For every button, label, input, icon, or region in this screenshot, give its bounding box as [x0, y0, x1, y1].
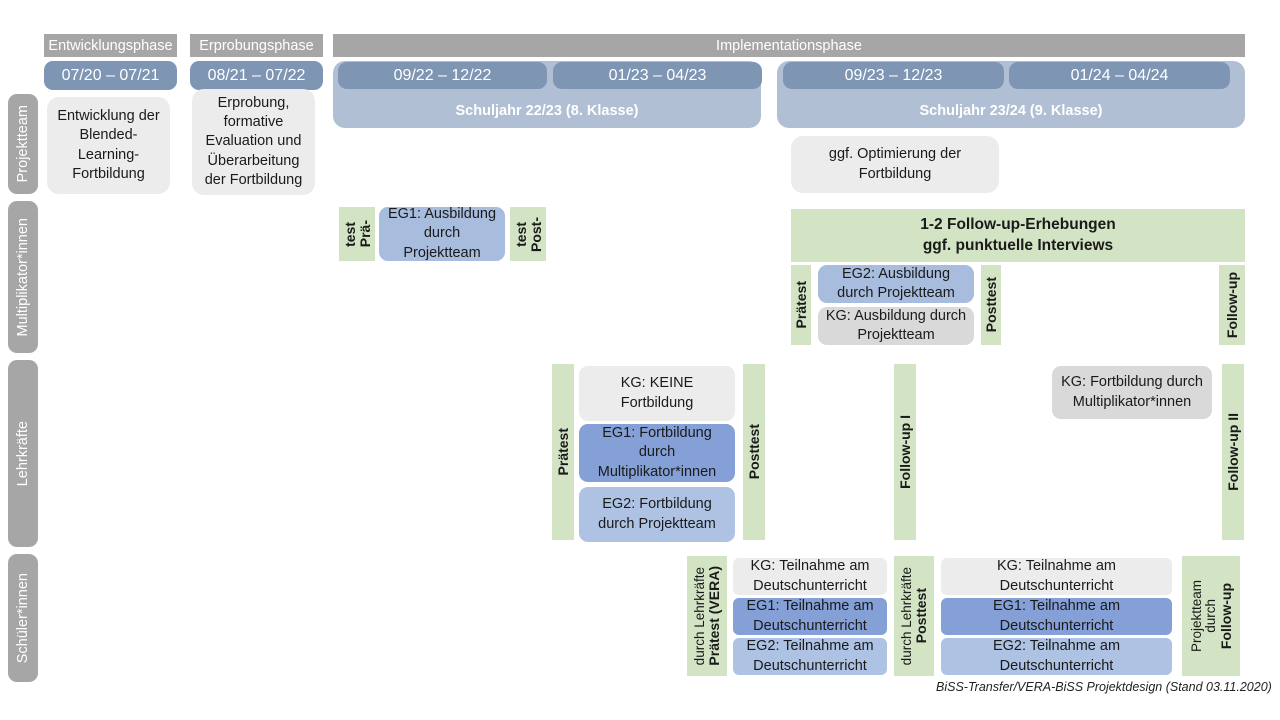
card-text: EG1: Teilnahme am Deutschunterricht: [992, 598, 1121, 634]
strip-posttest-multiplikator: Post- test: [510, 207, 546, 261]
strip-sublabel-1: durch: [1203, 599, 1218, 633]
strip-praetest-vera-schueler: Prätest (VERA) durch Lehrkräfte: [687, 556, 727, 676]
strip-label: Prätest: [793, 281, 809, 329]
card-schueler-right-0: KG: Teilnahme am Deutschunterricht: [941, 558, 1172, 595]
school-year-label: Schuljahr 22/23 (8. Klasse): [455, 103, 639, 119]
card-text: Entwicklung der Blended-Learning-Fortbil…: [57, 108, 160, 182]
card-schueler-right-2: EG2: Teilnahme am Deutschunterricht: [941, 638, 1172, 675]
card-schueler-left-2: EG2: Teilnahme am Deutschunterricht: [733, 638, 887, 675]
phase-header-label: Entwicklungsphase: [48, 37, 173, 54]
period-label: 09/23 – 12/23: [844, 66, 943, 84]
period-chip-4: 09/23 – 12/23: [783, 62, 1004, 89]
period-chip-2: 09/22 – 12/22: [338, 62, 547, 89]
card-kg-fortbildung-multiplikator: KG: Fortbildung durch Multiplikator*inne…: [1052, 366, 1212, 419]
strip-followup-2-lehrkraefte: Follow-up II: [1222, 364, 1244, 540]
phase-header-implementationsphase: Implementationsphase: [333, 34, 1245, 57]
row-label-text: Multiplikator*innen: [15, 217, 31, 337]
strip-praetest-lehrkraefte: Prätest: [552, 364, 574, 540]
card-schueler-left-0: KG: Teilnahme am Deutschunterricht: [733, 558, 887, 595]
phase-header-entwicklungsphase: Entwicklungsphase: [44, 34, 177, 57]
strip-label: Follow-up: [1217, 582, 1234, 650]
card-text: KG: Fortbildung durch Multiplikator*inne…: [1061, 374, 1203, 410]
phase-header-erprobungsphase: Erprobungsphase: [190, 34, 323, 57]
period-label: 01/24 – 04/24: [1070, 66, 1169, 84]
card-text: KG: KEINE Fortbildung: [620, 375, 694, 411]
strip-sublabel: durch Lehrkräfte: [691, 566, 707, 666]
strip-label: Posttest: [983, 277, 999, 333]
strip-label: Prätest: [555, 428, 571, 476]
strip-label: Prätest (VERA): [706, 566, 723, 666]
strip-followup-schueler: Follow-up durch Projektteam: [1182, 556, 1240, 676]
band-followup-erhebungen: 1-2 Follow-up-Erhebungen ggf. punktuelle…: [791, 209, 1245, 262]
strip-posttest-lehrkraefte: Posttest: [743, 364, 765, 540]
band-line-1: 1-2 Follow-up-Erhebungen: [920, 215, 1116, 233]
footer-caption: BiSS-Transfer/VERA-BiSS Projektdesign (S…: [936, 680, 1272, 694]
card-text: EG2: Ausbildung durch Projektteam: [837, 265, 955, 301]
period-label: 01/23 – 04/23: [608, 66, 707, 84]
card-text: EG1: Teilnahme am Deutschunterricht: [746, 598, 874, 634]
period-label: 08/21 – 07/22: [207, 66, 306, 84]
school-year-label: Schuljahr 23/24 (9. Klasse): [919, 103, 1103, 119]
row-label-text: Lehrkräfte: [15, 420, 31, 487]
card-entwicklung-fortbildung: Entwicklung der Blended-Learning-Fortbil…: [47, 97, 170, 194]
card-text: KG: Teilnahme am Deutschunterricht: [750, 558, 870, 594]
strip-label: Follow-up I: [897, 415, 913, 489]
row-label-projektteam: Projektteam: [8, 94, 38, 194]
strip-posttest-schueler: Posttest durch Lehrkräfte: [894, 556, 934, 676]
row-label-multiplikator: Multiplikator*innen: [8, 201, 38, 353]
strip-label: Posttest: [746, 424, 762, 480]
card-schueler-right-1: EG1: Teilnahme am Deutschunterricht: [941, 598, 1172, 635]
strip-label: Posttest: [913, 588, 930, 644]
strip-followup-1-lehrkraefte: Follow-up I: [894, 364, 916, 540]
strip-followup-multiplikator: Follow-up: [1219, 265, 1245, 345]
row-label-text: Projektteam: [15, 105, 31, 183]
card-erprobung-evaluation: Erprobung, formative Evaluation und Über…: [192, 89, 315, 195]
row-label-schueler: Schüler*innen: [8, 554, 38, 682]
card-text: EG1: Ausbildung durch Projektteam: [387, 206, 497, 261]
strip-label-line1: Prä-: [356, 220, 373, 248]
card-text: ggf. Optimierung der Fortbildung: [828, 146, 962, 182]
strip-label-line1: Post-: [527, 216, 544, 252]
strip-posttest-multiplikator-2: Posttest: [981, 265, 1001, 345]
card-eg2-ausbildung-projektteam: EG2: Ausbildung durch Projektteam: [818, 265, 974, 303]
strip-label: Follow-up II: [1225, 413, 1241, 491]
phase-header-label: Erprobungsphase: [199, 37, 314, 54]
card-text: KG: Teilnahme am Deutschunterricht: [996, 558, 1116, 594]
period-chip-5: 01/24 – 04/24: [1009, 62, 1230, 89]
card-text: EG2: Teilnahme am Deutschunterricht: [746, 638, 874, 674]
card-optimierung-fortbildung: ggf. Optimierung der Fortbildung: [791, 136, 999, 193]
band-line-2: ggf. punktuelle Interviews: [922, 236, 1114, 254]
strip-sublabel: durch Lehrkräfte: [898, 566, 914, 666]
strip-label: Follow-up: [1224, 271, 1240, 339]
card-eg1-fortbildung-multiplikator: EG1: Fortbildung durch Multiplikator*inn…: [579, 424, 735, 482]
period-label: 09/22 – 12/22: [393, 66, 492, 84]
card-text: EG2: Teilnahme am Deutschunterricht: [992, 638, 1121, 674]
strip-praetest-multiplikator: Prä- test: [339, 207, 375, 261]
card-text: KG: Ausbildung durch Projektteam: [825, 307, 967, 343]
row-label-lehrkraefte: Lehrkräfte: [8, 360, 38, 547]
period-chip-0: 07/20 – 07/21: [44, 61, 177, 90]
strip-praetest-multiplikator-2: Prätest: [791, 265, 811, 345]
strip-label-line2: test: [341, 221, 358, 247]
card-eg1-ausbildung-projektteam: EG1: Ausbildung durch Projektteam: [379, 206, 505, 261]
card-eg2-fortbildung-projektteam: EG2: Fortbildung durch Projektteam: [579, 487, 735, 542]
row-label-text: Schüler*innen: [15, 572, 31, 664]
card-text: EG2: Fortbildung durch Projektteam: [598, 496, 716, 532]
strip-label-line2: test: [512, 221, 529, 247]
period-chip-1: 08/21 – 07/22: [190, 61, 323, 90]
card-kg-keine-fortbildung: KG: KEINE Fortbildung: [579, 366, 735, 421]
card-text: EG1: Fortbildung durch Multiplikator*inn…: [597, 425, 717, 480]
card-text: Erprobung, formative Evaluation und Über…: [204, 95, 303, 188]
strip-sublabel-2: Projektteam: [1188, 579, 1204, 653]
card-schueler-left-1: EG1: Teilnahme am Deutschunterricht: [733, 598, 887, 635]
phase-header-label: Implementationsphase: [716, 37, 862, 54]
card-kg-ausbildung-projektteam: KG: Ausbildung durch Projektteam: [818, 307, 974, 345]
period-label: 07/20 – 07/21: [61, 66, 160, 84]
period-chip-3: 01/23 – 04/23: [553, 62, 762, 89]
